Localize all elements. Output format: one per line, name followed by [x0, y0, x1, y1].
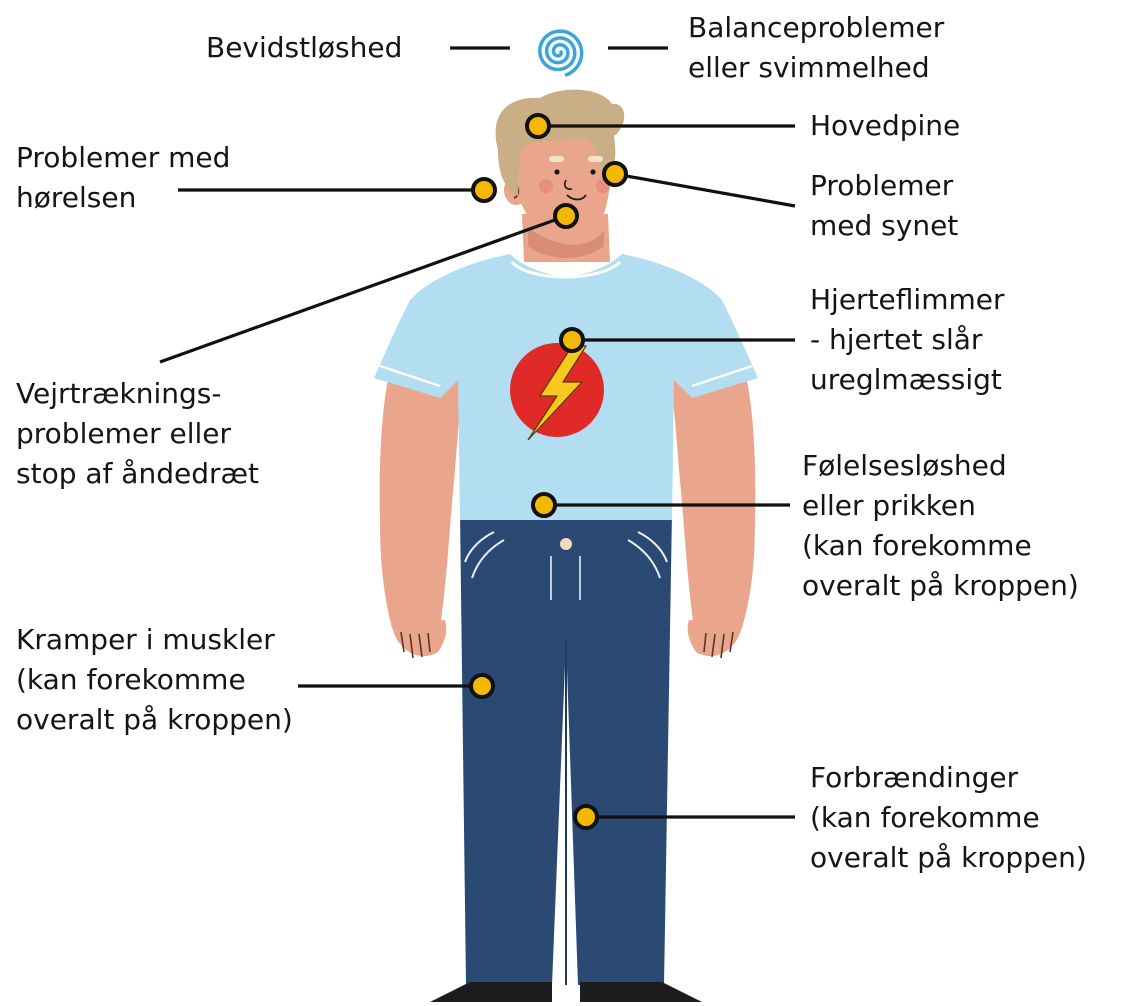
- label-line: Problemer: [810, 166, 958, 206]
- dot-marker-icon: [561, 329, 583, 351]
- label-cramps: Kramper i muskler (kan forekomme overalt…: [16, 620, 293, 740]
- label-unconsciousness: Bevidstløshed: [206, 28, 402, 68]
- label-vision: Problemer med synet: [810, 166, 958, 246]
- label-hearing: Problemer med hørelsen: [16, 138, 230, 218]
- label-balance: Balanceproblemer eller svimmelhed: [688, 8, 944, 88]
- label-line: Vejrtræknings-: [16, 374, 259, 414]
- label-line: Problemer med: [16, 138, 230, 178]
- label-line: med synet: [810, 206, 958, 246]
- label-line: Balanceproblemer: [688, 8, 944, 48]
- label-line: overalt på kroppen): [802, 566, 1079, 606]
- dot-marker-icon: [473, 179, 495, 201]
- dot-marker-icon: [527, 115, 549, 137]
- label-line: (kan forekomme: [16, 660, 293, 700]
- label-line: Hjerteflimmer: [810, 280, 1004, 320]
- label-line: (kan forekomme: [810, 798, 1087, 838]
- label-line: eller svimmelhed: [688, 48, 944, 88]
- label-line: Kramper i muskler: [16, 620, 293, 660]
- label-line: overalt på kroppen): [810, 838, 1087, 878]
- label-line: eller prikken: [802, 486, 1079, 526]
- label-breathing: Vejrtræknings- problemer eller stop af å…: [16, 374, 259, 494]
- label-burns: Forbrændinger (kan forekomme overalt på …: [810, 758, 1087, 878]
- dot-marker-icon: [471, 675, 493, 697]
- label-line: problemer eller: [16, 414, 259, 454]
- label-line: (kan forekomme: [802, 526, 1079, 566]
- dot-marker-icon: [604, 163, 626, 185]
- label-line: Bevidstløshed: [206, 28, 402, 68]
- jeans: [460, 512, 672, 985]
- spiral-icon: [540, 31, 582, 75]
- dot-marker-icon: [575, 806, 597, 828]
- label-line: - hjertet slår: [810, 320, 1004, 360]
- label-numbness: Følelsesløshed eller prikken (kan foreko…: [802, 446, 1079, 606]
- label-heart: Hjerteflimmer - hjertet slår ureglmæssig…: [810, 280, 1004, 400]
- label-headache: Hovedpine: [810, 106, 960, 146]
- dot-marker-icon: [555, 205, 577, 227]
- label-line: Følelsesløshed: [802, 446, 1079, 486]
- label-line: stop af åndedræt: [16, 454, 259, 494]
- label-line: Forbrændinger: [810, 758, 1087, 798]
- label-line: Hovedpine: [810, 106, 960, 146]
- label-line: overalt på kroppen): [16, 700, 293, 740]
- connector-vision: [615, 174, 795, 206]
- dot-marker-icon: [533, 494, 555, 516]
- label-line: ureglmæssigt: [810, 360, 1004, 400]
- label-line: hørelsen: [16, 178, 230, 218]
